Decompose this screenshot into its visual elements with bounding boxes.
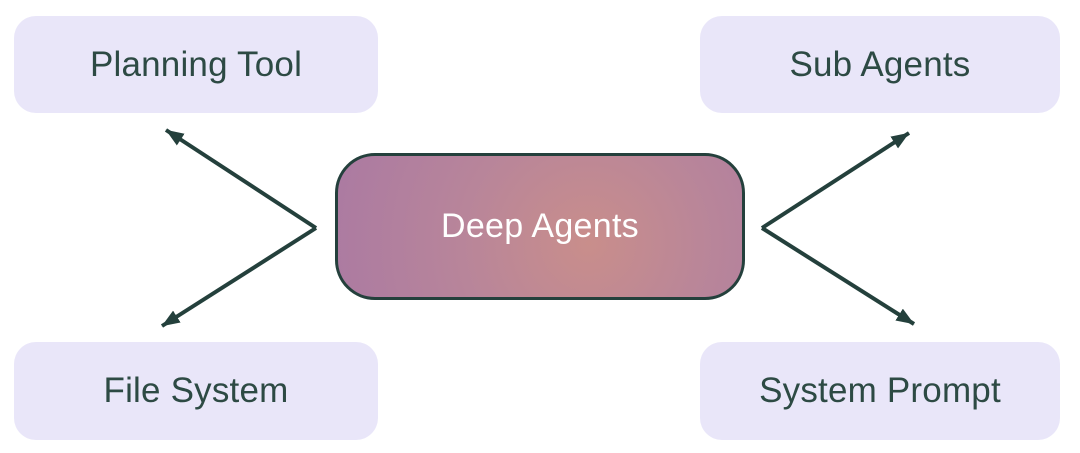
node-file-system-label: File System <box>103 371 289 410</box>
node-deep-agents: Deep Agents <box>335 153 745 300</box>
node-system-prompt: System Prompt <box>700 342 1060 440</box>
arrow-to-planning-tool <box>164 128 318 230</box>
node-file-system: File System <box>14 342 378 440</box>
node-sub-agents-label: Sub Agents <box>789 44 971 84</box>
node-planning-tool-label: Planning Tool <box>89 44 303 84</box>
node-system-prompt-label: System Prompt <box>759 371 1001 410</box>
node-sub-agents: Sub Agents <box>700 16 1060 113</box>
arrow-to-sub-agents <box>760 131 911 230</box>
node-deep-agents-label: Deep Agents <box>440 207 639 245</box>
node-planning-tool: Planning Tool <box>14 16 378 113</box>
arrow-to-system-prompt <box>760 226 916 326</box>
arrow-to-file-system <box>160 226 318 328</box>
